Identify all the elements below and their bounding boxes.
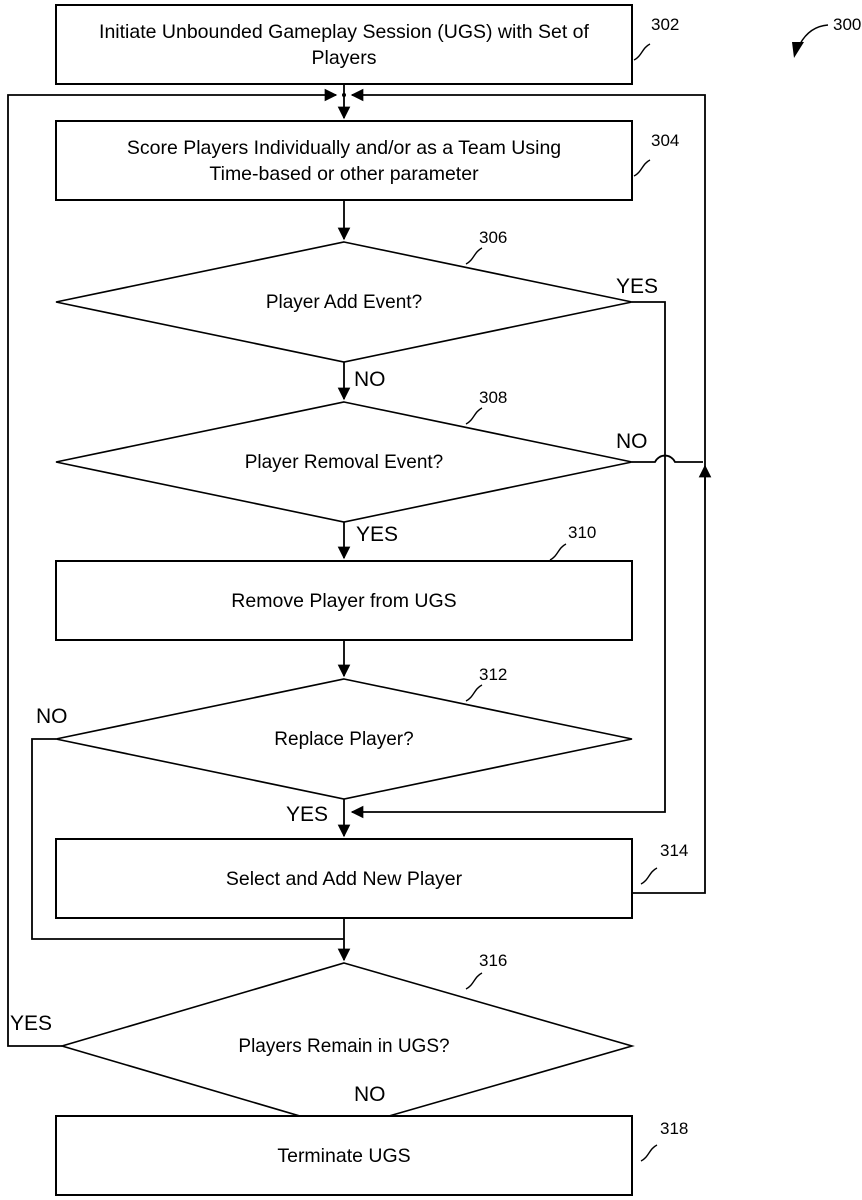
figure-number-callout: 300 (792, 15, 861, 58)
ref-leader-302: 302 (633, 15, 679, 61)
ref-leader-314: 314 (640, 841, 688, 885)
node-310: Remove Player from UGS (55, 560, 633, 641)
callout-arrowhead-icon (792, 42, 804, 58)
connector-314-return-loop (350, 88, 706, 894)
branch-label-316-no: NO (354, 1083, 386, 1106)
connector-306-yes (350, 301, 666, 819)
node-314-box (55, 838, 633, 919)
node-314: Select and Add New Player (55, 838, 633, 919)
node-302-line-2: Players (311, 47, 376, 69)
branch-label-306-yes: YES (616, 275, 658, 298)
ref-label-314: 314 (660, 841, 688, 860)
node-312-label: Replace Player? (274, 729, 413, 750)
node-318-label: Terminate UGS (277, 1145, 410, 1167)
node-302: Initiate Unbounded Gameplay Session (UGS… (55, 4, 633, 85)
ref-label-318: 318 (660, 1119, 688, 1138)
ref-label-306: 306 (479, 228, 507, 247)
ref-leader-312: 312 (465, 665, 507, 702)
node-304-box (55, 120, 633, 201)
node-306: Player Add Event? (55, 241, 633, 363)
top-junction-marker (342, 93, 346, 97)
connector-312-no (31, 738, 344, 940)
ref-leader-308: 308 (465, 388, 507, 425)
node-302-line-1: Initiate Unbounded Gameplay Session (UGS… (99, 21, 590, 43)
node-312: Replace Player? (55, 678, 633, 800)
branch-label-312-no: NO (36, 705, 68, 728)
node-316-label: Players Remain in UGS? (238, 1036, 449, 1057)
node-306-label: Player Add Event? (266, 292, 422, 313)
node-308-label: Player Removal Event? (245, 452, 444, 473)
connector-308-no (632, 454, 712, 490)
connector-316-yes-outer-loop (7, 88, 338, 1047)
branch-label-308-yes: YES (356, 523, 398, 546)
ref-leader-304: 304 (633, 131, 679, 177)
ref-label-312: 312 (479, 665, 507, 684)
branch-label-308-no: NO (616, 430, 648, 453)
node-314-label: Select and Add New Player (226, 868, 463, 890)
node-302-box (55, 4, 633, 85)
ref-label-302: 302 (651, 15, 679, 34)
node-318: Terminate UGS (55, 1115, 633, 1196)
ref-label-304: 304 (651, 131, 679, 150)
ref-label-310: 310 (568, 523, 596, 542)
ref-leader-306: 306 (465, 228, 507, 265)
ref-leader-318: 318 (640, 1119, 688, 1162)
node-316: Players Remain in UGS? (59, 962, 635, 1130)
node-304: Score Players Individually and/or as a T… (55, 120, 633, 201)
node-318-box (55, 1115, 633, 1196)
node-310-label: Remove Player from UGS (231, 590, 456, 612)
ref-label-316: 316 (479, 951, 507, 970)
node-304-line-2: Time-based or other parameter (209, 163, 479, 185)
branch-label-316-yes: YES (10, 1012, 52, 1035)
ref-label-308: 308 (479, 388, 507, 407)
branch-label-312-yes: YES (286, 803, 328, 826)
node-304-line-1: Score Players Individually and/or as a T… (127, 137, 561, 159)
figure-number-label: 300 (833, 15, 861, 34)
junction-dot (342, 93, 346, 97)
node-310-box (55, 560, 633, 641)
ref-leader-316: 316 (465, 951, 507, 990)
branch-label-306-no: NO (354, 368, 386, 391)
node-308: Player Removal Event? (55, 401, 633, 523)
ref-leader-310: 310 (549, 523, 596, 561)
